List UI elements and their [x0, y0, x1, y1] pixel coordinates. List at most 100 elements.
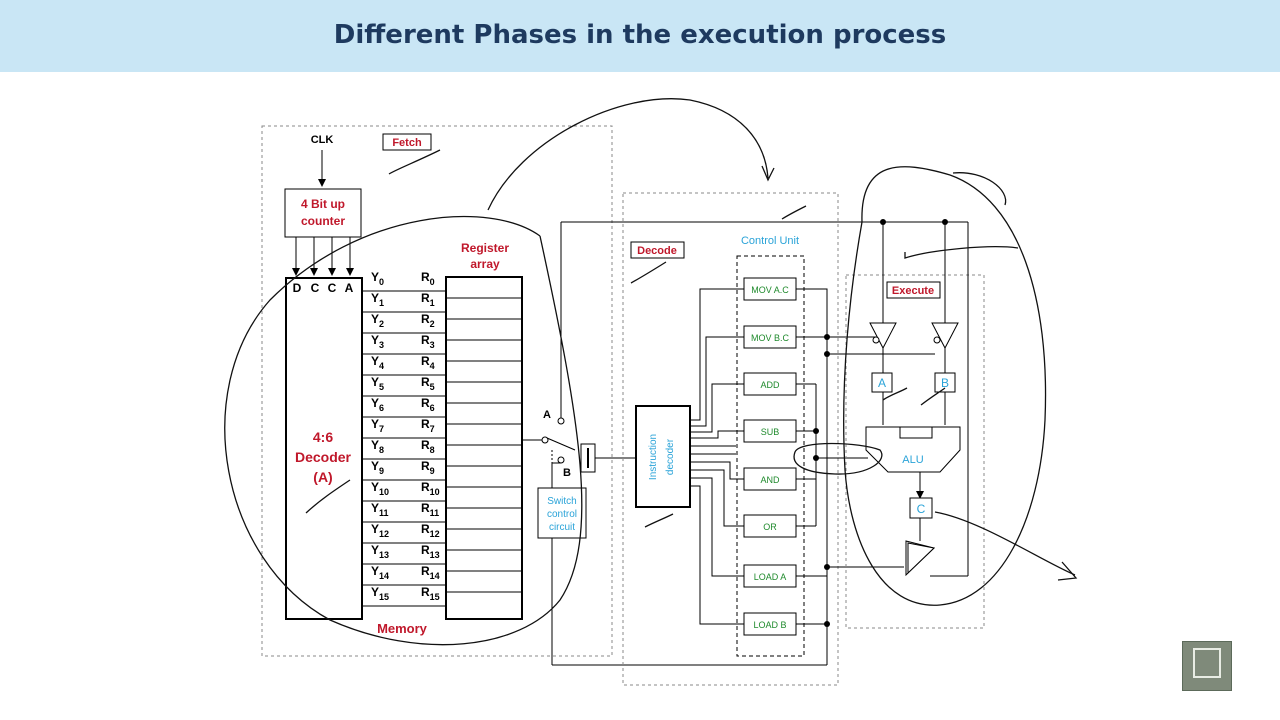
- instruction-load-a: LOAD A: [743, 564, 797, 588]
- instruction-output-wires: [796, 288, 935, 665]
- switch-b-label: B: [563, 467, 571, 479]
- svg-text:SUB: SUB: [761, 427, 780, 437]
- switch-control-circuit: [537, 487, 587, 539]
- svg-text:Y4: Y4: [371, 354, 384, 371]
- register-a: [871, 372, 893, 393]
- instruction-or: OR: [743, 514, 797, 538]
- svg-text:R2: R2: [421, 312, 435, 329]
- svg-text:OR: OR: [763, 522, 777, 532]
- svg-text:R14: R14: [421, 564, 440, 581]
- logo-emblem: [1193, 648, 1221, 678]
- title-bar: [0, 0, 1280, 72]
- fetch-phase-box: [382, 133, 432, 151]
- slide-title: Different Phases in the execution proces…: [333, 20, 947, 50]
- instruction-decoder-label-2: decoder: [665, 438, 676, 475]
- memory-label: Memory: [377, 621, 428, 636]
- svg-text:LOAD A: LOAD A: [754, 572, 787, 582]
- svg-text:Y7: Y7: [371, 417, 384, 434]
- output-row: Y14 R14: [362, 564, 523, 593]
- svg-text:MOV B.C: MOV B.C: [751, 333, 790, 343]
- svg-text:Y6: Y6: [371, 396, 384, 413]
- decoder-wires: [690, 288, 744, 625]
- counter-label-1: 4 Bit up: [301, 197, 345, 211]
- counter-label-2: counter: [301, 214, 345, 228]
- register-b-label: B: [941, 376, 949, 390]
- svg-text:R6: R6: [421, 396, 435, 413]
- instruction-mov-bc: MOV B.C: [743, 325, 797, 349]
- decoder-label-3: (A): [313, 469, 332, 485]
- svg-text:R4: R4: [421, 354, 435, 371]
- svg-text:Y12: Y12: [371, 522, 389, 539]
- decoder-label-2: Decoder: [295, 449, 352, 465]
- decode-phase-box: [630, 241, 685, 259]
- output-row: Y2 R2: [362, 312, 523, 341]
- svg-text:R9: R9: [421, 459, 435, 476]
- svg-text:Y15: Y15: [371, 585, 389, 602]
- control-unit-label: Control Unit: [741, 235, 799, 247]
- decode-phase-label: Decode: [637, 245, 677, 257]
- instruction-and: AND: [743, 467, 797, 491]
- decoder-label-1: 4:6: [313, 429, 333, 445]
- register-label-1: Register: [461, 241, 509, 255]
- register-label-2: array: [470, 257, 500, 271]
- svg-text:Y9: Y9: [371, 459, 384, 476]
- instruction-mov-ac: MOV A.C: [743, 277, 797, 301]
- output-row: Y0 R0: [362, 270, 523, 299]
- svg-text:Y0: Y0: [371, 270, 384, 287]
- output-row: Y10 R10: [362, 480, 523, 509]
- svg-text:Y8: Y8: [371, 438, 384, 455]
- svg-text:R3: R3: [421, 333, 435, 350]
- decoder-input-c2: C: [328, 281, 337, 295]
- svg-text:R8: R8: [421, 438, 435, 455]
- output-row: Y4 R4: [362, 354, 523, 383]
- register-array: [445, 276, 523, 620]
- instruction-add: ADD: [743, 372, 797, 396]
- svg-text:Y1: Y1: [371, 291, 384, 308]
- switch-label-3: circuit: [549, 522, 575, 533]
- register-a-label: A: [878, 376, 886, 390]
- alu-label: ALU: [902, 454, 923, 466]
- decoder-input-c1: C: [311, 281, 320, 295]
- decoder-output-rows: Y0 R0 Y1 R1 Y2 R2 Y3 R3 Y4 R4 Y5 R5 Y6 R…: [362, 270, 523, 620]
- svg-text:Y3: Y3: [371, 333, 384, 350]
- output-row: Y1 R1: [362, 291, 523, 320]
- svg-text:Y5: Y5: [371, 375, 384, 392]
- fetch-region: [261, 125, 613, 657]
- clk-label: CLK: [311, 134, 334, 146]
- svg-text:Y14: Y14: [371, 564, 389, 581]
- execute-phase-box: [886, 281, 941, 299]
- svg-text:Y2: Y2: [371, 312, 384, 329]
- switch-a-label: A: [543, 409, 551, 421]
- execute-phase-label: Execute: [892, 285, 934, 297]
- instruction-decoder-label-1: Instruction: [648, 434, 659, 480]
- register-c-label: C: [917, 502, 926, 516]
- instruction-decoder: [635, 405, 691, 508]
- svg-text:AND: AND: [760, 475, 780, 485]
- svg-text:R1: R1: [421, 291, 435, 308]
- decoder-input-d: D: [293, 281, 302, 295]
- instruction-load-b: LOAD B: [743, 612, 797, 636]
- handwritten-annotations: [224, 98, 1078, 646]
- output-row: Y12 R12: [362, 522, 523, 551]
- decoder-input-a: A: [345, 281, 354, 295]
- svg-text:R5: R5: [421, 375, 435, 392]
- decoder-4-6: [285, 277, 363, 620]
- output-row: Y6 R6: [362, 396, 523, 425]
- svg-text:R11: R11: [421, 501, 439, 518]
- up-counter: [284, 188, 362, 238]
- register-b: [934, 372, 956, 393]
- university-logo: [1182, 641, 1232, 691]
- svg-text:R13: R13: [421, 543, 440, 560]
- instruction-sub: SUB: [743, 419, 797, 443]
- svg-text:MOV A.C: MOV A.C: [751, 285, 789, 295]
- instruction-list: MOV A.C MOV B.C ADD SUB AND OR LOAD A LO…: [743, 277, 797, 636]
- switch-label-2: control: [547, 509, 577, 520]
- execute-region: [845, 274, 985, 629]
- svg-text:ADD: ADD: [760, 380, 780, 390]
- svg-text:Y13: Y13: [371, 543, 389, 560]
- switch-label-1: Switch: [547, 496, 576, 507]
- svg-text:LOAD B: LOAD B: [753, 620, 786, 630]
- svg-text:Y11: Y11: [371, 501, 389, 518]
- svg-text:R7: R7: [421, 417, 435, 434]
